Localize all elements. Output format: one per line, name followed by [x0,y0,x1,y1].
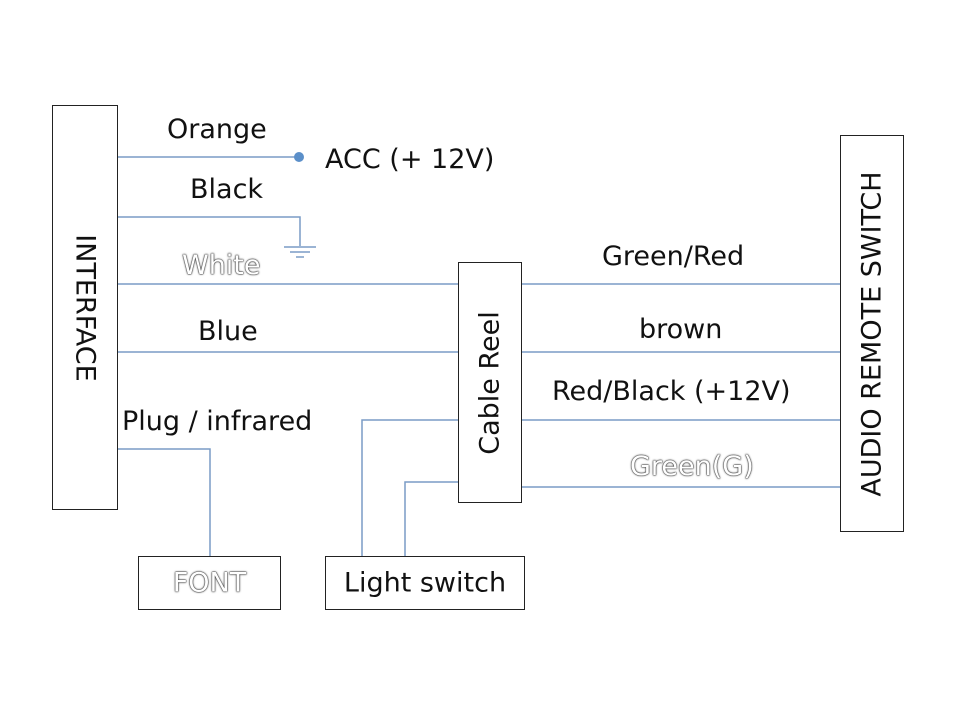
acc-terminal-label: ACC (+ 12V) [325,144,495,175]
plug-infrared-wire-label: Plug / infrared [122,406,313,437]
font-label: FONT [172,567,247,599]
light-switch-box: Light switch [325,556,525,610]
green-g-wire-label: Green(G) [630,451,754,482]
black-wire-label: Black [190,174,264,205]
brown-wire-label: brown [639,314,723,345]
black-wire [118,216,301,246]
audio-remote-switch-box: AUDIO REMOTE SWITCH [840,135,904,532]
cable-reel-label: Cable Reel [474,310,506,455]
interface-label: INTERFACE [69,233,101,382]
light-switch-wire-b [404,481,458,556]
blue-wire-label: Blue [198,316,258,347]
red-black-wire-label: Red/Black (+12V) [552,376,791,407]
acc-terminal-dot [294,152,304,162]
cable-reel-box: Cable Reel [458,262,522,503]
font-box: FONT [138,556,281,610]
light-switch-label: Light switch [343,567,507,599]
audio-remote-switch-label: AUDIO REMOTE SWITCH [856,170,888,497]
green-red-wire-label: Green/Red [602,241,745,272]
ground-icon [284,246,316,258]
interface-box: INTERFACE [52,105,118,510]
light-switch-wire-a [361,419,458,556]
orange-wire-label: Orange [167,114,267,145]
white-wire-label: White [182,250,261,281]
plug-infrared-wire [118,448,211,556]
